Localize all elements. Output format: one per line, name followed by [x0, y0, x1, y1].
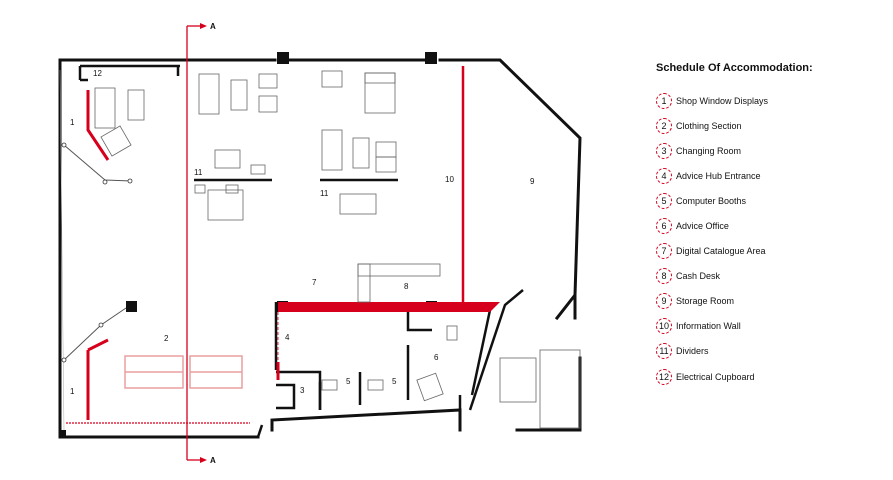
schedule-item: 7 Digital Catalogue Area — [656, 239, 886, 264]
schedule-item-label: Clothing Section — [676, 120, 742, 131]
schedule-item-label: Computer Booths — [676, 195, 747, 206]
schedule-item-number: 6 — [656, 218, 672, 235]
room-label-11-left: 11 — [194, 168, 203, 177]
schedule-of-accommodation: Schedule Of Accommodation: 1 Shop Window … — [656, 62, 886, 389]
schedule-item-label: Electrical Cupboard — [676, 371, 755, 382]
schedule-item-label: Storage Room — [676, 296, 735, 307]
schedule-item: 10 Information Wall — [656, 314, 886, 339]
schedule-title: Schedule Of Accommodation: — [656, 62, 813, 74]
room-label-1-bottom: 1 — [70, 387, 75, 396]
schedule-item-label: Advice Hub Entrance — [676, 170, 761, 181]
room-label-5-left: 5 — [346, 377, 351, 386]
room-label-3: 3 — [300, 386, 305, 395]
schedule-item-number: 10 — [656, 318, 672, 335]
floor-plan: A A 1 1 2 3 — [58, 22, 582, 465]
schedule-item: 6 Advice Office — [656, 213, 886, 238]
section-line-a — [186, 25, 200, 461]
schedule-item-number: 1 — [656, 92, 672, 109]
schedule-item-number: 5 — [656, 192, 672, 209]
room-label-7: 7 — [312, 278, 317, 287]
section-label-bottom: A — [210, 456, 216, 465]
room-label-12: 12 — [93, 69, 102, 78]
schedule-item: 4 Advice Hub Entrance — [656, 163, 886, 188]
red-features — [66, 66, 500, 424]
schedule-item: 3 Changing Room — [656, 138, 886, 163]
display-markers — [61, 142, 133, 363]
schedule-item: 12 Electrical Cupboard — [656, 364, 886, 389]
schedule-item-label: Shop Window Displays — [676, 95, 769, 106]
schedule-item-label: Cash Desk — [676, 271, 721, 282]
room-label-10: 10 — [445, 175, 454, 184]
room-label-1-top: 1 — [70, 118, 75, 127]
room-label-2: 2 — [164, 334, 169, 343]
schedule-item-number: 9 — [656, 293, 672, 310]
room-label-6: 6 — [434, 353, 439, 362]
room-label-5-right: 5 — [392, 377, 397, 386]
schedule-item-number: 12 — [656, 368, 672, 385]
schedule-item-number: 7 — [656, 243, 672, 260]
schedule-item-number: 2 — [656, 117, 672, 134]
schedule-item: 1 Shop Window Displays — [656, 88, 886, 113]
schedule-item: 5 Computer Booths — [656, 188, 886, 213]
room-label-9: 9 — [530, 177, 535, 186]
schedule-item-number: 3 — [656, 142, 672, 159]
schedule-item-label: Dividers — [676, 346, 709, 357]
schedule-item: 2 Clothing Section — [656, 113, 886, 138]
room-label-4: 4 — [285, 333, 290, 342]
schedule-item: 9 Storage Room — [656, 289, 886, 314]
clothing-racks — [124, 355, 243, 389]
section-label-top: A — [210, 22, 216, 31]
schedule-item-label: Information Wall — [676, 321, 741, 332]
room-label-11-right: 11 — [320, 189, 329, 198]
schedule-item-number: 4 — [656, 167, 672, 184]
section-arrows — [200, 23, 207, 463]
schedule-item-number: 11 — [656, 343, 672, 360]
schedule-item: 8 Cash Desk — [656, 264, 886, 289]
internal-walls — [78, 64, 524, 438]
schedule-item-label: Digital Catalogue Area — [676, 246, 766, 257]
schedule-item-label: Changing Room — [676, 145, 742, 156]
furniture — [94, 70, 581, 429]
schedule-item-number: 8 — [656, 268, 672, 285]
room-label-8: 8 — [404, 282, 409, 291]
schedule-item: 11 Dividers — [656, 339, 886, 364]
schedule-item-label: Advice Office — [676, 221, 729, 232]
